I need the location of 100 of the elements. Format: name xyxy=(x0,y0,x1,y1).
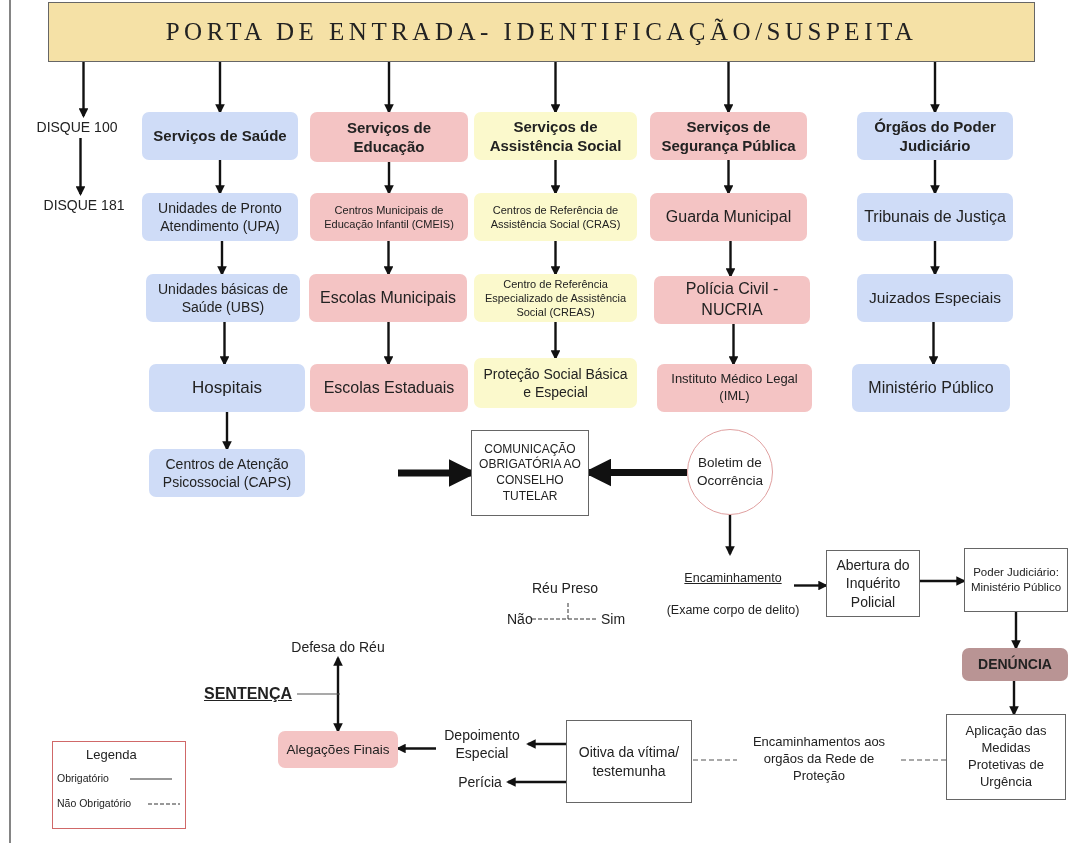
arrow xyxy=(215,160,225,195)
box-label: Órgãos do Poder Judiciário xyxy=(873,116,997,156)
box-label: Serviços de Assistência Social xyxy=(488,116,623,156)
process-box xyxy=(946,714,1066,800)
arrow xyxy=(725,515,735,556)
arrow xyxy=(396,743,436,754)
process-box xyxy=(566,720,692,803)
arrow xyxy=(550,322,561,360)
service-box xyxy=(857,193,1013,241)
node-text: Sim xyxy=(601,611,626,627)
service-box xyxy=(146,274,300,322)
arrow xyxy=(930,62,940,114)
node-text: Réu Preso xyxy=(532,580,599,596)
service-box xyxy=(474,193,637,241)
arrow xyxy=(384,162,394,195)
node-text: Perícia xyxy=(458,772,502,792)
service-box xyxy=(650,193,807,241)
service-box xyxy=(149,364,305,412)
process-box xyxy=(471,430,589,516)
node-text: Defesa do Réu xyxy=(291,637,385,657)
service-box xyxy=(142,193,298,241)
arrow xyxy=(920,576,966,586)
box-label: Poder Judiciário: Ministério Público xyxy=(969,565,1063,595)
service-box xyxy=(149,449,305,497)
connector-line xyxy=(296,693,341,695)
service-box xyxy=(474,274,637,322)
service-box xyxy=(310,193,468,241)
process-box xyxy=(962,648,1068,681)
box-label: COMUNICAÇÃO OBRIGATÓRIA AO CONSELHO TUTELAR xyxy=(478,441,582,505)
service-box xyxy=(654,276,810,324)
box-label: Centros de Atenção Psicossocial (CAPS) xyxy=(161,454,293,492)
arrow xyxy=(723,62,734,114)
node-text: Não xyxy=(507,611,533,627)
box-label: Abertura do Inquérito Policial xyxy=(835,556,911,611)
double-arrow xyxy=(333,656,343,733)
arrow xyxy=(1009,681,1019,716)
box-label: Centro de Referência Especializado de Assistência Social (CREAS) xyxy=(483,276,628,320)
box-label: Alegações Finais xyxy=(286,740,390,759)
service-box xyxy=(857,274,1013,322)
box-label: Boletim de Ocorrência xyxy=(696,454,764,490)
arrow xyxy=(219,322,230,366)
box-label: Guarda Municipal xyxy=(665,206,792,227)
arrow xyxy=(383,322,394,366)
arrow xyxy=(930,160,940,195)
arrow xyxy=(550,241,561,276)
legend-title: Legenda xyxy=(86,747,137,762)
box-label: Escolas Estaduais xyxy=(323,377,455,398)
arrow xyxy=(217,241,227,276)
arrow xyxy=(794,580,828,591)
process-box xyxy=(826,550,920,617)
box-label: Centros Municipais de Educação Infantil (CMEIS) xyxy=(323,202,455,232)
box-label: Proteção Social Básica e Especial xyxy=(482,364,629,402)
service-box xyxy=(474,112,637,160)
node-text: Encaminhamento xyxy=(684,569,782,586)
arrow xyxy=(506,777,566,787)
service-box xyxy=(309,274,467,322)
service-box xyxy=(852,364,1010,412)
box-label: Serviços de Saúde xyxy=(153,126,287,146)
box-label: Polícia Civil - NUCRIA xyxy=(684,279,780,320)
node-text: Depoimento Especial xyxy=(443,725,521,763)
arrow xyxy=(550,160,561,195)
box-label: DENÚNCIA xyxy=(978,655,1052,674)
box-label: Tribunais de Justiça xyxy=(864,206,1006,227)
service-box xyxy=(474,358,637,408)
arrow xyxy=(215,62,225,114)
service-box xyxy=(650,112,807,160)
node-text: DISQUE 181 xyxy=(43,195,125,215)
box-label: Escolas Municipais xyxy=(319,287,457,308)
service-box xyxy=(142,112,298,160)
box-label: Unidades de Pronto Atendimento (UPA) xyxy=(157,198,283,236)
legend-label: Não Obrigatório xyxy=(57,797,132,809)
node-text: (Exame corpo de delito) xyxy=(666,602,800,619)
arrow xyxy=(384,62,394,114)
arrow xyxy=(222,412,232,451)
arrow xyxy=(930,241,940,276)
arrow xyxy=(725,241,736,278)
box-label: Instituto Médico Legal (IML) xyxy=(670,371,799,405)
title-banner xyxy=(48,2,1035,62)
arrow xyxy=(75,138,86,196)
box-label: Centros de Referência de Assistência Social (CRAS) xyxy=(489,202,622,232)
service-box xyxy=(278,731,398,768)
arrow xyxy=(928,322,939,366)
box-label: Juizados Especiais xyxy=(869,287,1001,308)
arrow xyxy=(383,241,394,276)
arrow xyxy=(526,739,566,749)
node-text: DISQUE 100 xyxy=(36,117,118,137)
node-text: SENTENÇA xyxy=(204,683,292,704)
arrow xyxy=(550,62,561,114)
process-box xyxy=(964,548,1068,612)
box-label: Aplicação das Medidas Protetivas de Urgência xyxy=(964,723,1048,791)
title-text: PORTA DE ENTRADA- IDENTIFICAÇÃO/SUSPEITA xyxy=(165,16,918,47)
legend-label: Obrigatório xyxy=(57,772,109,784)
service-box xyxy=(657,364,812,412)
arrow xyxy=(723,160,734,195)
box-label: Serviços de Segurança Pública xyxy=(660,116,797,156)
arrow xyxy=(728,324,739,366)
box-label: Unidades básicas de Saúde (UBS) xyxy=(157,279,289,317)
service-box xyxy=(857,112,1013,160)
arrow xyxy=(78,62,89,118)
box-label: Ministério Público xyxy=(868,377,994,398)
